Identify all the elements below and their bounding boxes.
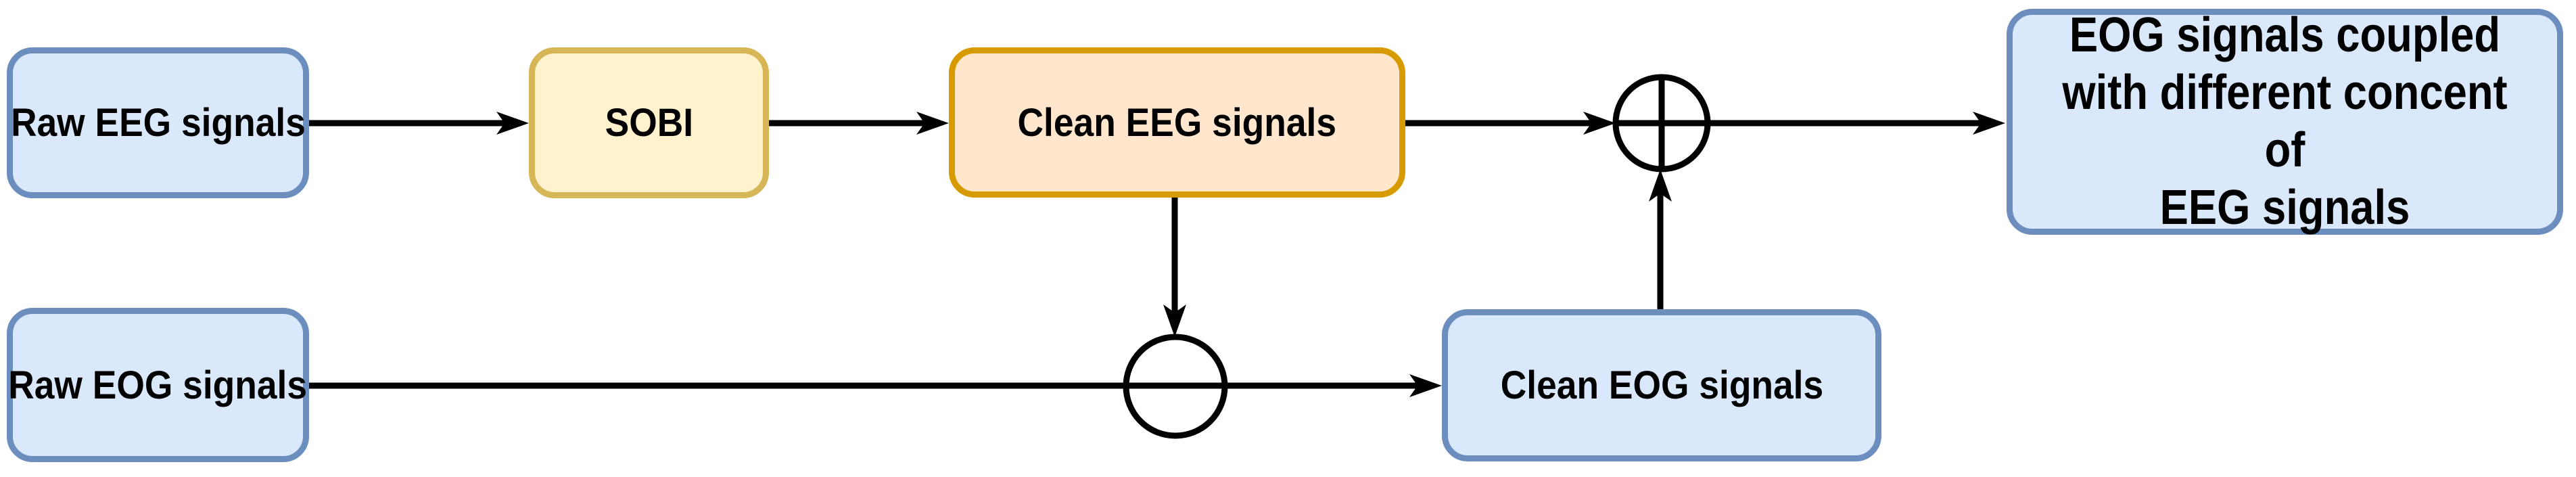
node-sobi-label: SOBI — [605, 101, 693, 145]
node-raw-eeg-signals: Raw EEG signals — [7, 47, 309, 198]
node-raw-eog-label: Raw EOG signals — [8, 363, 308, 407]
node-raw-eeg-label: Raw EEG signals — [10, 101, 306, 145]
node-raw-eog-signals: Raw EOG signals — [7, 308, 309, 462]
node-clean-eeg-label: Clean EEG signals — [1017, 100, 1337, 145]
node-sobi: SOBI — [529, 47, 769, 198]
node-eog-coupled-signals: EOG signals coupled with different conce… — [2007, 8, 2563, 235]
node-eog-coupled-label: EOG signals coupled with different conce… — [2062, 8, 2508, 235]
mix-junction-icon — [1123, 334, 1228, 439]
node-clean-eog-label: Clean EOG signals — [1500, 363, 1823, 407]
node-clean-eog-signals: Clean EOG signals — [1442, 309, 1881, 461]
sum-junction-icon — [1612, 74, 1711, 173]
node-clean-eeg-signals: Clean EEG signals — [949, 47, 1405, 198]
